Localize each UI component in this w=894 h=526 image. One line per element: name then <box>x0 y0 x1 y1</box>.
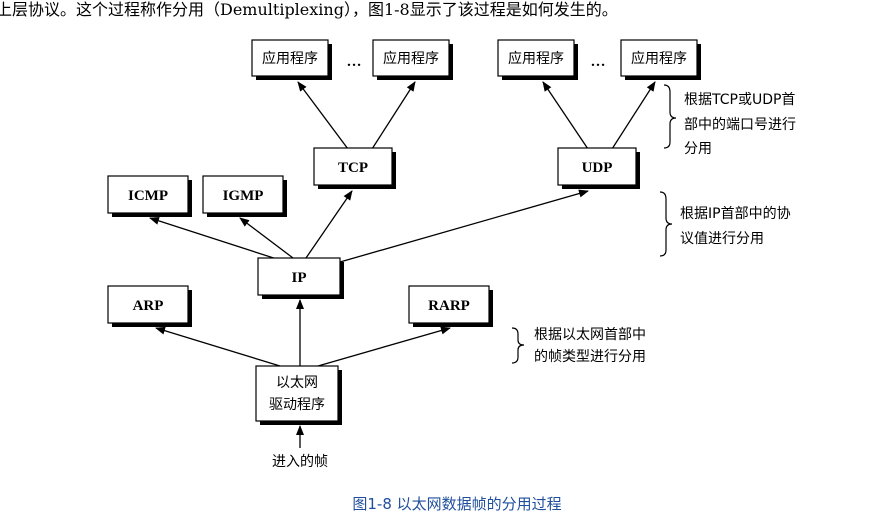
app-box-4: 应用程序 <box>620 39 701 80</box>
tcp-label: TCP <box>338 160 368 176</box>
note-transport-line2: 部中的端口号进行 <box>684 117 796 133</box>
arp-label: ARP <box>133 298 164 314</box>
intro-text: 上层协议。这个过程称作分用（Demultiplexing），图1-8显示了该过程… <box>0 0 618 19</box>
ip-label: IP <box>292 270 307 286</box>
note-transport-line3: 分用 <box>684 141 712 157</box>
arrow-driver-rarp <box>317 326 451 367</box>
arrow-tcp-app2 <box>371 81 416 150</box>
driver-label-line1: 以太网 <box>276 375 318 391</box>
udp-box: UDP <box>557 147 640 189</box>
app-label: 应用程序 <box>262 50 318 67</box>
arp-box: ARP <box>107 285 192 327</box>
note-transport-line1: 根据TCP或UDP首 <box>684 92 795 108</box>
note-ip: 根据IP首部中的协 议值进行分用 <box>680 206 791 247</box>
tcp-box: TCP <box>313 147 396 189</box>
note-ethernet: 根据以太网首部中 的帧类型进行分用 <box>534 327 646 365</box>
rarp-box: RARP <box>408 285 493 327</box>
app-box-2: 应用程序 <box>372 39 453 80</box>
note-ethernet-line1: 根据以太网首部中 <box>534 327 646 343</box>
arrow-udp-app3 <box>542 81 589 150</box>
rarp-label: RARP <box>428 298 470 314</box>
ip-box: IP <box>257 257 344 299</box>
app-label: 应用程序 <box>631 50 687 67</box>
note-ip-line1: 根据IP首部中的协 <box>680 206 791 222</box>
ellipsis-left: … <box>347 54 362 70</box>
note-ip-line2: 议值进行分用 <box>680 231 764 247</box>
note-transport: 根据TCP或UDP首 部中的端口号进行 分用 <box>684 92 796 157</box>
udp-label: UDP <box>582 160 613 176</box>
icmp-box: ICMP <box>107 175 192 217</box>
arrow-tcp-app1 <box>297 81 349 150</box>
app-label: 应用程序 <box>508 50 564 67</box>
arrow-ip-icmp <box>149 216 287 263</box>
arrow-driver-arp <box>155 326 281 367</box>
ethernet-driver-box: 以太网 驱动程序 <box>255 365 342 425</box>
icmp-label: ICMP <box>128 188 168 204</box>
app-box-3: 应用程序 <box>497 39 578 80</box>
app-box-1: 应用程序 <box>251 39 332 80</box>
arrow-udp-app4 <box>611 81 656 150</box>
brace-ethernet <box>511 327 525 364</box>
driver-label-line2: 驱动程序 <box>269 397 325 413</box>
figure-caption: 图1-8 以太网数据帧的分用过程 <box>352 495 562 513</box>
connections <box>149 81 656 448</box>
brace-transport <box>663 84 677 149</box>
note-ethernet-line2: 的帧类型进行分用 <box>534 349 646 365</box>
arrow-ip-udp <box>339 189 589 263</box>
brace-ip <box>659 191 673 257</box>
incoming-frame-label: 进入的帧 <box>272 454 328 470</box>
arrow-ip-igmp <box>239 217 294 259</box>
igmp-label: IGMP <box>223 188 264 204</box>
igmp-box: IGMP <box>202 175 287 217</box>
app-label: 应用程序 <box>383 50 439 67</box>
arrow-ip-tcp <box>305 190 353 259</box>
ellipsis-right: … <box>591 54 606 70</box>
